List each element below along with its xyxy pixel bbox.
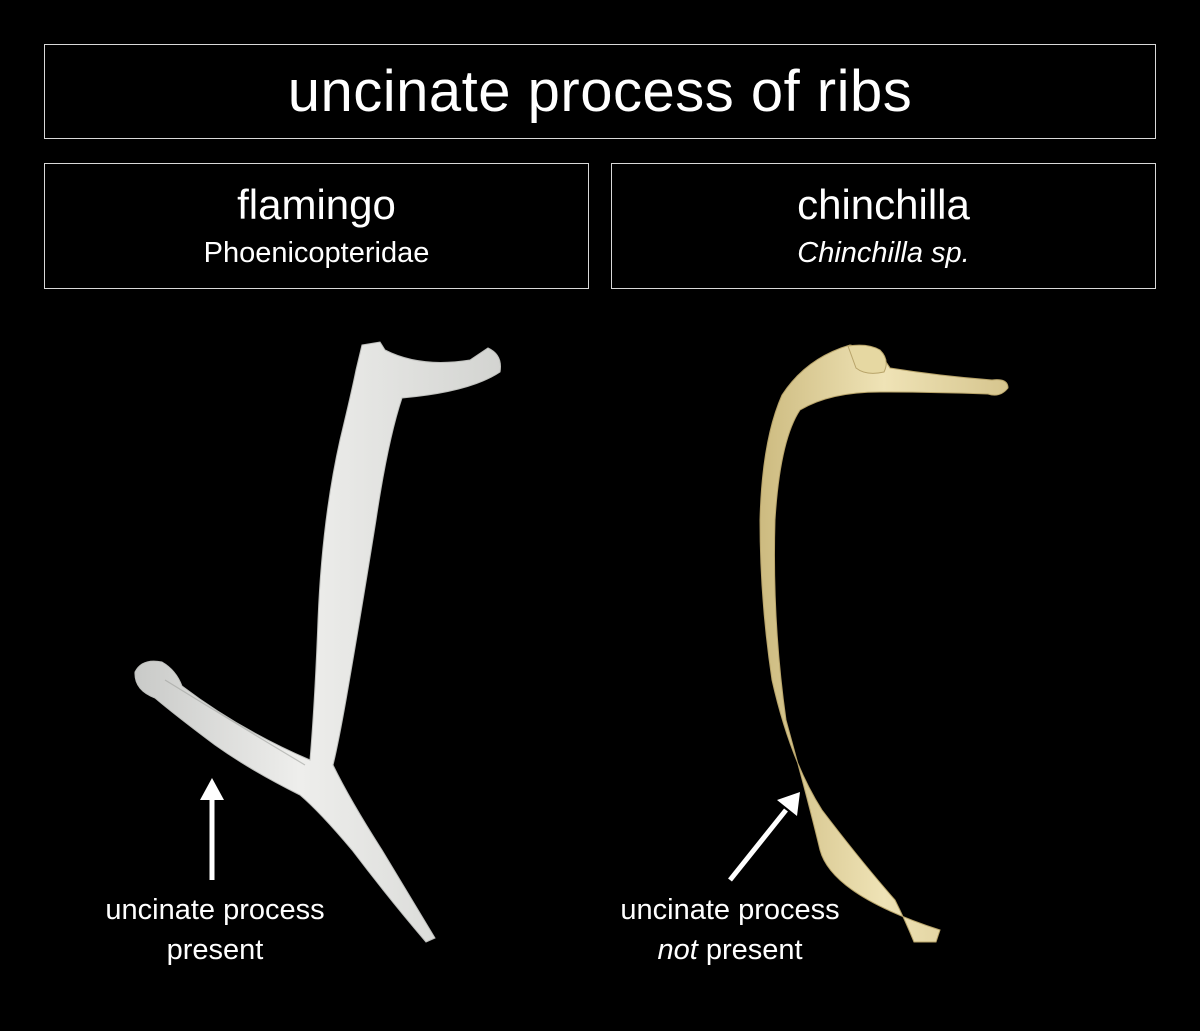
- chinchilla-annotation-line2: not present: [560, 930, 900, 970]
- flamingo-annotation: uncinate process present: [50, 890, 380, 970]
- flamingo-rib-shaft: [134, 341, 501, 943]
- title-box: uncinate process of ribs: [44, 44, 1156, 139]
- page-title: uncinate process of ribs: [287, 58, 913, 124]
- chinchilla-annotation: uncinate process not present: [560, 890, 900, 970]
- flamingo-header-box: flamingo Phoenicopteridae: [44, 163, 589, 289]
- chinchilla-header-box: chinchilla Chinchilla sp.: [611, 163, 1156, 289]
- flamingo-annotation-line1: uncinate process: [105, 894, 325, 926]
- chinchilla-annotation-emphasis: not: [657, 934, 698, 966]
- chinchilla-scientific-name: Chinchilla sp.: [797, 236, 970, 269]
- chinchilla-annotation-rest: present: [697, 934, 803, 966]
- flamingo-scientific-name: Phoenicopteridae: [203, 236, 430, 269]
- flamingo-rib: [134, 341, 501, 943]
- chinchilla-rib-head: [847, 344, 887, 374]
- flamingo-common-name: flamingo: [237, 180, 396, 228]
- flamingo-annotation-line2: present: [166, 934, 264, 966]
- chinchilla-annotation-line1: uncinate process: [620, 894, 840, 926]
- chinchilla-common-name: chinchilla: [797, 180, 970, 228]
- chinchilla-rib: [759, 344, 1009, 943]
- flamingo-uncinate-process: [164, 679, 306, 766]
- chinchilla-arrow: [728, 792, 800, 882]
- flamingo-arrow: [200, 778, 224, 880]
- chinchilla-rib-shaft: [759, 344, 1009, 943]
